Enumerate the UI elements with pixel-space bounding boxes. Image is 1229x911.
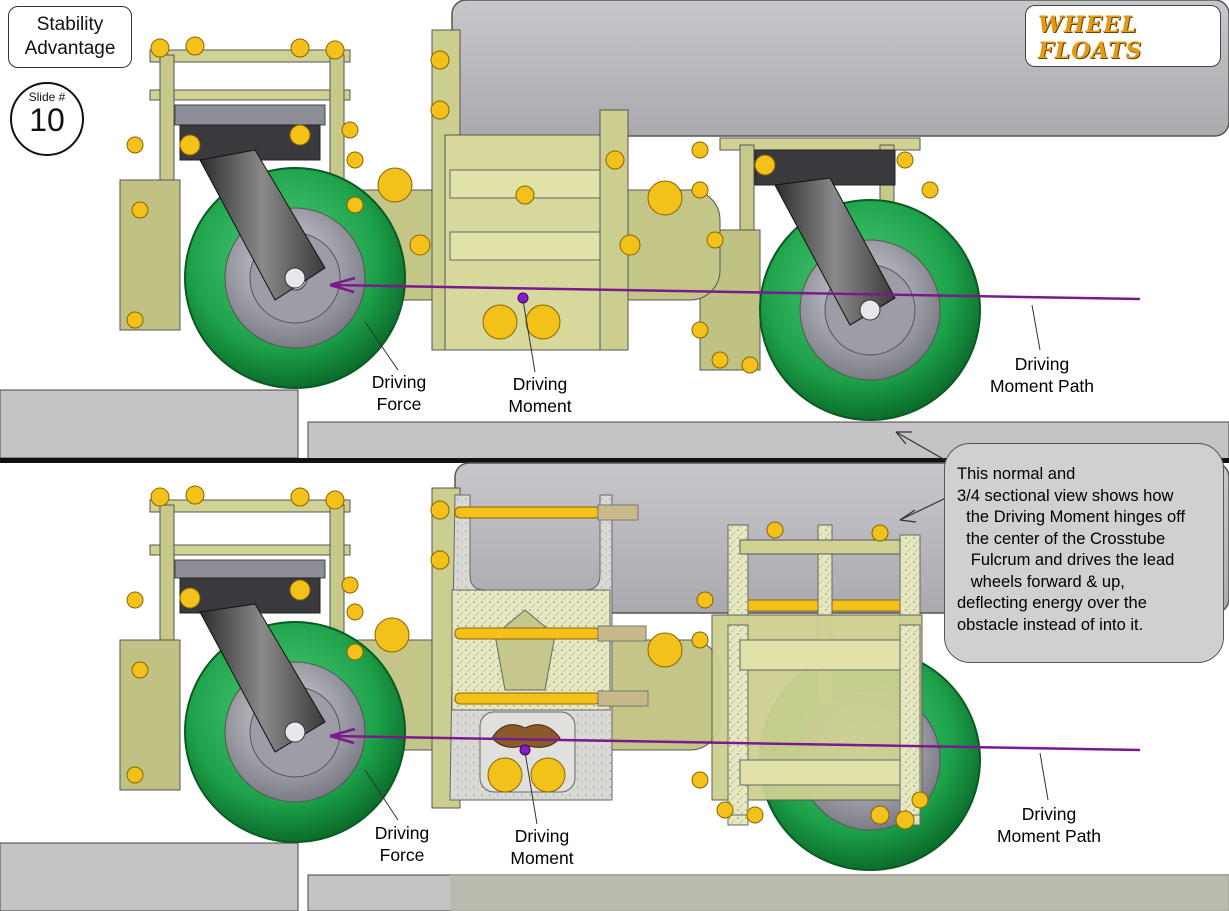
top-moment-leader xyxy=(522,299,536,373)
bottom-force-leader xyxy=(364,769,399,821)
bottom-bolts xyxy=(126,485,929,830)
top-driving-moment-path-label: Driving Moment Path xyxy=(982,353,1102,397)
note-line: the Driving Moment hinges off xyxy=(957,508,1186,526)
slide-number-badge: Slide # 10 xyxy=(10,82,84,156)
top-left-wheel xyxy=(184,149,406,389)
note-line: wheels forward & up, xyxy=(957,572,1125,591)
top-force-leader xyxy=(364,321,399,371)
note-line: This normal and xyxy=(957,465,1076,483)
explanation-note: This normal and 3/4 sectional view shows… xyxy=(944,443,1224,663)
panel-divider xyxy=(0,458,1229,463)
top-path-line2: Moment Path xyxy=(989,376,1095,396)
bottom-moment-line2: Moment xyxy=(510,848,574,868)
slide-title-line2: Advantage xyxy=(24,38,116,59)
top-right-wheel xyxy=(759,177,981,421)
top-path-leader xyxy=(1031,304,1041,351)
bottom-path-line1: Driving xyxy=(1021,804,1077,824)
top-moment-line1: Driving xyxy=(512,374,568,394)
bottom-driving-force-label: Driving Force xyxy=(370,822,434,866)
bottom-force-line2: Force xyxy=(379,845,425,865)
slide-title-box: Stability Advantage xyxy=(8,6,132,68)
bottom-panel xyxy=(0,462,1229,911)
bottom-path-line2: Moment Path xyxy=(996,826,1102,846)
top-floor-left xyxy=(0,389,299,459)
note-line: Fulcrum and drives the lead xyxy=(957,551,1175,569)
bottom-driving-moment-label: Driving Moment xyxy=(502,825,582,869)
slide-title-line1: Stability xyxy=(36,14,104,35)
wheelfloats-logo: WHEEL FLOATS xyxy=(1025,5,1221,67)
top-force-line2: Force xyxy=(376,394,422,414)
top-force-arrowhead xyxy=(329,276,356,294)
top-force-line1: Driving xyxy=(371,372,427,392)
slide-number: 10 xyxy=(29,102,65,138)
note-line: obstacle instead of into it. xyxy=(957,615,1144,634)
top-path-line1: Driving xyxy=(1014,354,1070,374)
bottom-force-line1: Driving xyxy=(374,823,430,843)
note-line: deflecting energy over the xyxy=(957,594,1147,612)
bottom-moment-leader xyxy=(524,751,538,825)
bottom-moment-line1: Driving xyxy=(514,826,570,846)
top-moment-path-line xyxy=(329,283,1141,301)
bottom-blurred-strip xyxy=(450,875,1229,911)
slide-number-label: Slide # xyxy=(28,90,66,104)
top-bolts xyxy=(126,36,939,374)
top-driving-force-label: Driving Force xyxy=(368,371,430,415)
top-driving-moment-label: Driving Moment xyxy=(500,373,580,417)
note-line: 3/4 sectional view shows how xyxy=(957,486,1174,505)
bottom-force-arrowhead xyxy=(329,727,356,745)
bottom-left-wheel xyxy=(184,603,406,843)
bottom-floor-left xyxy=(0,842,299,911)
bottom-driving-moment-path-label: Driving Moment Path xyxy=(988,803,1110,847)
note-arrows xyxy=(895,431,953,523)
bottom-moment-path-line xyxy=(329,734,1141,752)
top-panel xyxy=(0,0,1229,463)
bottom-right-section-frame xyxy=(711,524,923,826)
bottom-path-leader xyxy=(1039,752,1049,801)
note-line: the center of the Crosstube xyxy=(957,529,1166,548)
logo-text: WHEEL FLOATS xyxy=(1038,12,1143,64)
top-moment-line2: Moment xyxy=(508,396,572,416)
